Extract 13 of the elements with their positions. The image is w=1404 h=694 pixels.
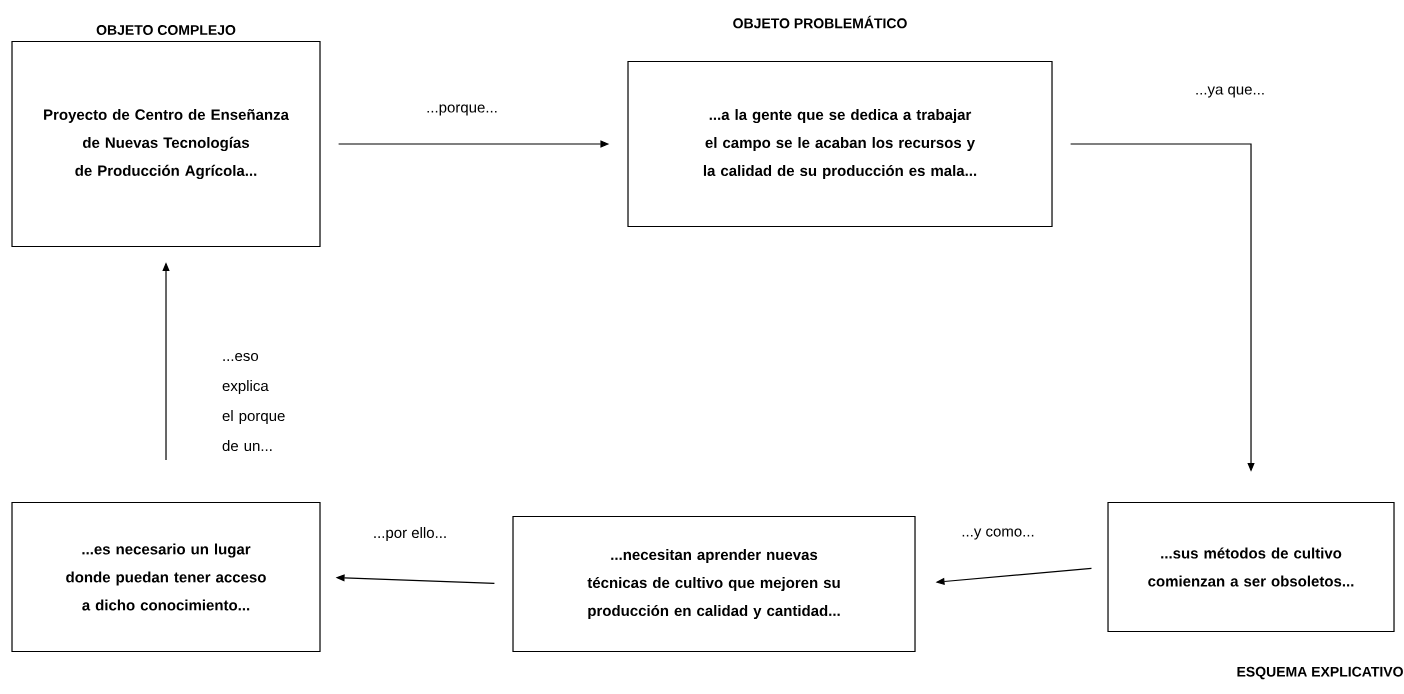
heading: ESQUEMA EXPLICATIVO bbox=[1237, 666, 1403, 680]
edge-label: ...ya que... bbox=[1193, 84, 1268, 100]
edge-label: ...porque... bbox=[424, 102, 500, 118]
process-box: ...a la gente que se dedica a trabajar el campo se le acaban los recursos y la calidad de su producción es mala... bbox=[627, 60, 1053, 228]
heading: OBJETO PROBLEMÁTICO bbox=[733, 15, 907, 29]
process-box: ...es necesario un lugar donde puedan tener acceso a dicho conocimiento... bbox=[11, 501, 321, 653]
heading: OBJETO COMPLEJO bbox=[96, 25, 236, 35]
process-box: ...sus métodos de cultivo comienzan a ser obsoletos... bbox=[1107, 501, 1395, 633]
edge-label: ...y como... bbox=[959, 526, 1037, 542]
edge-label: ...por ello... bbox=[370, 525, 450, 543]
process-box: ...necesitan aprender nuevas técnicas de cultivo que mejoren su producción en calidad y cantidad... bbox=[512, 515, 916, 653]
process-box: Proyecto de Centro de Enseñanza de Nuevas Tecnologías de Producción Agrícola... bbox=[11, 40, 321, 248]
edge-label: ...eso explica el porque de un... bbox=[220, 350, 296, 454]
